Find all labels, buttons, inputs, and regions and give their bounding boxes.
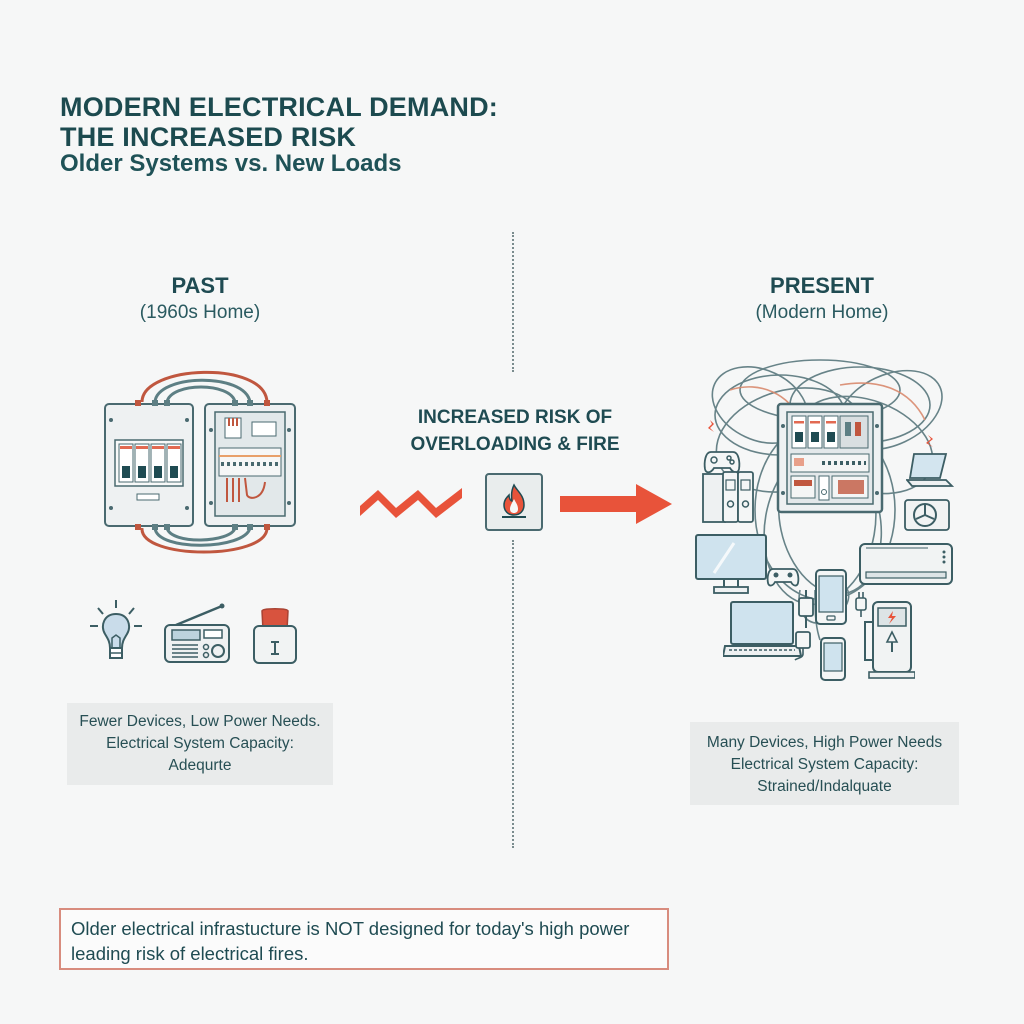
past-summary-capacity-label: Electrical System Capacity: — [106, 735, 294, 752]
present-summary-capacity-label: Electrical System Capacity: — [730, 756, 919, 773]
past-summary-devices: Fewer Devices, Low Power Needs. — [79, 713, 321, 730]
fan-unit-icon — [904, 499, 950, 531]
past-electrical-panels — [104, 370, 296, 554]
past-subtitle: (1960s Home) — [139, 302, 261, 323]
present-summary-capacity-value: Strained/Indalquate — [757, 778, 892, 795]
charger-plug-icon — [855, 592, 867, 617]
risk-line-2: OVERLOADING & FIRE — [410, 434, 620, 455]
present-overloaded-panel — [708, 359, 943, 641]
computer-tower-icon — [702, 471, 754, 523]
page-subtitle: Older Systems vs. New Loads — [60, 150, 402, 177]
breaker-row — [118, 443, 182, 483]
center-divider-top — [512, 232, 514, 372]
present-heading: PRESENT (Modern Home) — [722, 272, 922, 326]
fire-icon-box — [485, 473, 543, 531]
old-distribution-board — [204, 400, 296, 530]
risk-label: INCREASED RISK OF OVERLOADING & FIRE — [390, 404, 640, 458]
toaster-icon — [253, 608, 297, 664]
air-conditioner-icon — [859, 543, 953, 585]
fire-icon — [502, 483, 526, 518]
past-heading: PAST (1960s Home) — [100, 272, 300, 326]
zigzag-surge-icon — [360, 488, 462, 518]
game-controller-icon — [703, 451, 741, 474]
center-divider-bottom — [512, 540, 514, 848]
ev-charger-icon — [864, 601, 915, 679]
warning-line-2: leading risk of electrical fires. — [71, 943, 309, 964]
past-title: PAST — [171, 273, 229, 298]
title-line-2: THE INCREASED RISK — [60, 122, 357, 152]
past-summary-box: Fewer Devices, Low Power Needs. Electric… — [67, 703, 333, 785]
smartphone-icon — [820, 637, 846, 681]
warning-callout: Older electrical infrastucture is NOT de… — [59, 908, 669, 970]
risk-line-1: INCREASED RISK OF — [417, 407, 613, 428]
title-line-1: MODERN ELECTRICAL DEMAND: — [60, 92, 498, 122]
arrow-right-icon — [560, 484, 672, 524]
modern-breaker-panel — [776, 402, 884, 514]
page-title: MODERN ELECTRICAL DEMAND: THE INCREASED … — [60, 92, 498, 152]
gamepad-small-icon — [766, 568, 800, 587]
old-fuse-box — [104, 400, 194, 530]
spark-marks — [708, 420, 933, 447]
present-summary-devices: Many Devices, High Power Needs — [706, 734, 943, 751]
charger-icon — [798, 590, 814, 628]
light-bulb-icon — [90, 600, 142, 659]
radio-icon — [164, 603, 230, 663]
laptop-large-icon — [723, 601, 803, 657]
present-summary-box: Many Devices, High Power Needs Electrica… — [690, 722, 959, 805]
past-summary-capacity-value: Adequrte — [168, 757, 232, 774]
warning-line-1: Older electrical infrastucture is NOT de… — [71, 918, 630, 939]
present-title: PRESENT — [770, 273, 874, 298]
monitor-icon — [695, 534, 767, 594]
power-adapter-icon — [794, 631, 811, 661]
phone-icon — [815, 569, 847, 625]
present-subtitle: (Modern Home) — [755, 302, 889, 323]
wires-bottom — [140, 527, 269, 554]
laptop-icon — [906, 453, 954, 487]
wires-top — [140, 370, 269, 403]
